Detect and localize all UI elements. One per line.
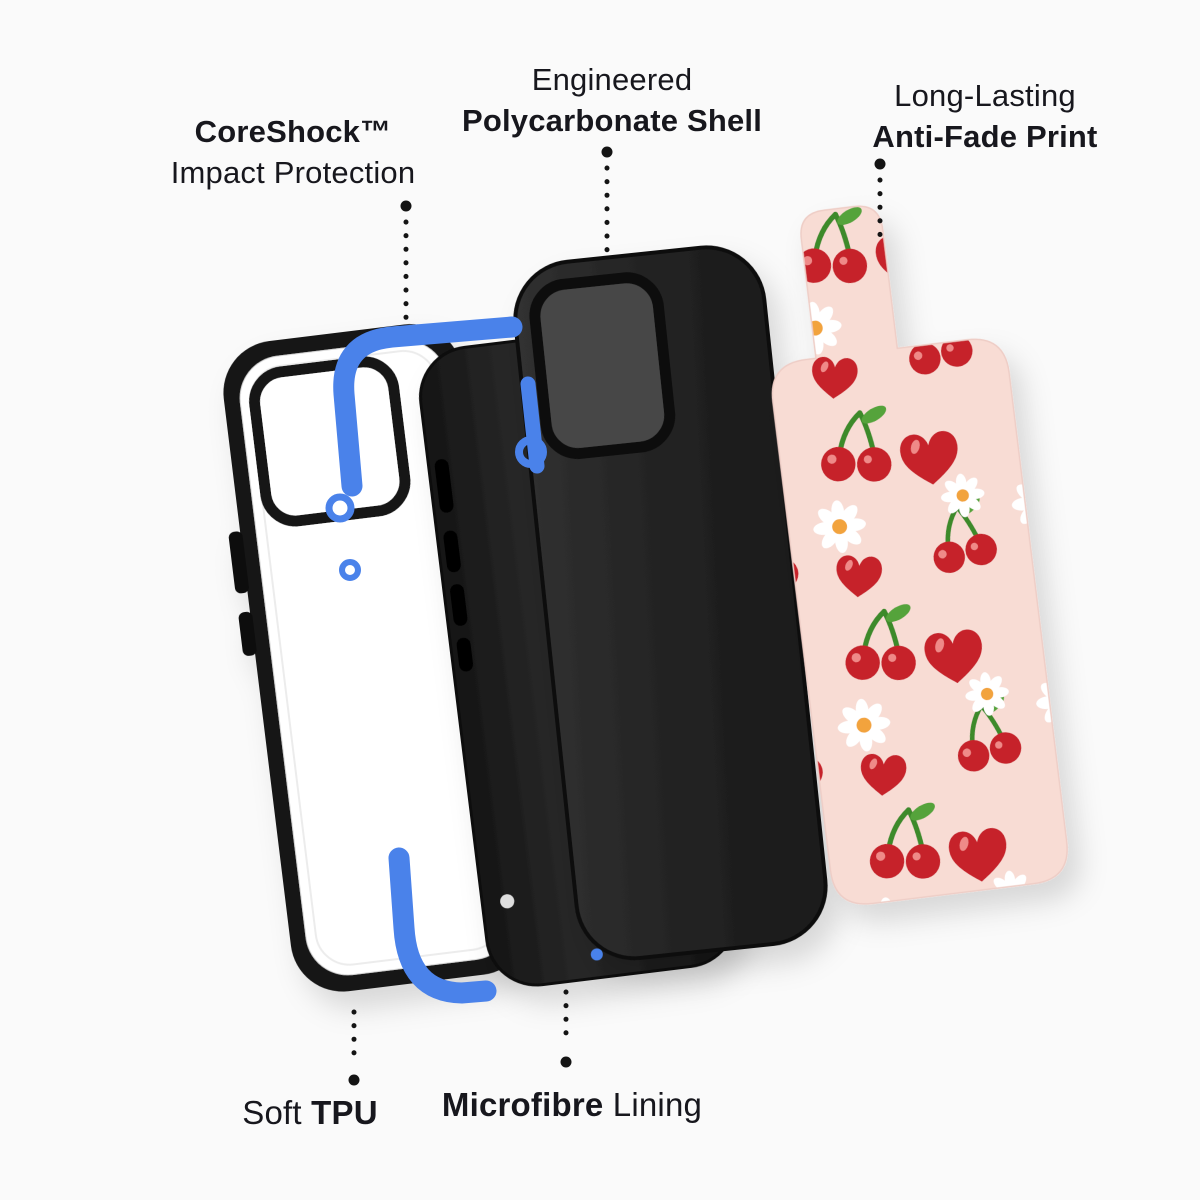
leader-lines (348, 146, 886, 1086)
leader-dot-tpu (348, 1074, 360, 1086)
lining-label-regular: Lining (612, 1086, 703, 1123)
coreshock-bottom-band (388, 847, 497, 1004)
tpu-label-bold: TPU (311, 1094, 378, 1131)
coreshock-ring-lining (515, 436, 547, 468)
printed-film-shape (771, 205, 1068, 905)
label-coreshock: CoreShock™ Impact Protection (123, 112, 463, 194)
side-button (238, 611, 257, 656)
label-anti-fade-print: Long-Lasting Anti-Fade Print (775, 76, 1195, 158)
coreshock-ring-large (325, 493, 355, 523)
polycarbonate-shell (513, 245, 828, 961)
shell-lanyard-dot (590, 948, 603, 961)
volume-button (450, 584, 468, 626)
bottom-port-dot (500, 894, 515, 909)
volume-button (443, 530, 461, 573)
print-title: Long-Lasting (894, 78, 1076, 113)
print-subtitle: Anti-Fade Print (872, 118, 1098, 154)
volume-button (456, 637, 474, 672)
leader-dot-lining (560, 1056, 572, 1068)
side-button (228, 531, 249, 594)
leader-dot-print (874, 158, 886, 170)
coreshock-insert (325, 316, 547, 1004)
coreshock-top-band (333, 316, 523, 497)
volume-button (434, 459, 454, 513)
coreshock-side-sliver (520, 376, 545, 474)
label-polycarbonate-shell: Engineered Polycarbonate Shell (402, 60, 822, 142)
printed-film (771, 205, 1068, 905)
coreshock-subtitle: Impact Protection (170, 154, 416, 190)
label-microfibre-lining: Microfibre Lining (362, 1084, 782, 1127)
coreshock-ring-small (339, 559, 361, 581)
label-soft-tpu: Soft TPU (150, 1092, 470, 1135)
leader-dot-coreshock (400, 200, 412, 212)
tpu-label-regular: Soft (242, 1094, 312, 1131)
shell-subtitle: Polycarbonate Shell (461, 102, 763, 138)
leader-dot-shell (601, 146, 613, 158)
shell-title: Engineered (531, 62, 693, 97)
shell-camera-cutout (529, 272, 676, 460)
coreshock-title: CoreShock™ (194, 114, 392, 149)
lining-label-bold: Microfibre (441, 1086, 613, 1123)
